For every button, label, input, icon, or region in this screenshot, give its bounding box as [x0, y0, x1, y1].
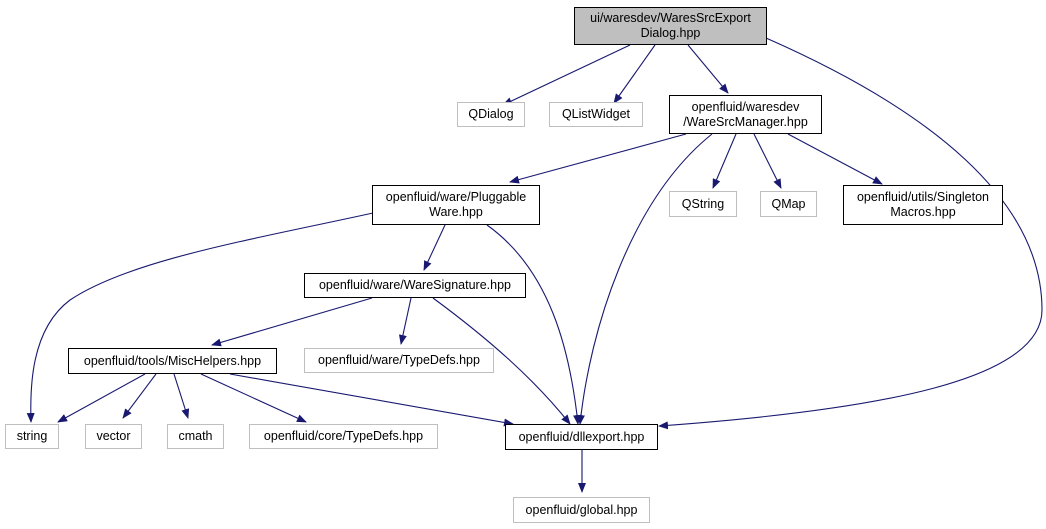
edge-pluggableware-to-waresignature: [423, 224, 446, 271]
node-waresrcmanager-hpp[interactable]: openfluid/waresdev /WareSrcManager.hpp: [669, 95, 822, 134]
edge-root-to-waresrcmanager: [687, 44, 729, 94]
edge-waresrcmanager-to-qstring: [712, 133, 737, 189]
node-label: openfluid/tools/MiscHelpers.hpp: [83, 353, 262, 368]
node-ware-typedefs-hpp[interactable]: openfluid/ware/TypeDefs.hpp: [304, 348, 494, 373]
edge-waresignature-to-misc-helpers: [211, 297, 373, 347]
node-label-line: /WareSrcManager.hpp: [683, 114, 808, 129]
node-label: string: [16, 429, 48, 443]
node-dllexport-hpp[interactable]: openfluid/dllexport.hpp: [505, 424, 658, 450]
node-label-line: openfluid/utils/Singleton: [856, 190, 990, 204]
edge-waresrcmanager-to-singletonmacros: [787, 133, 883, 185]
edge-waresrcmanager-to-qmap: [753, 133, 782, 189]
node-qstring[interactable]: QString: [669, 191, 737, 217]
edge-misc-helpers-to-cmath: [173, 373, 190, 419]
node-qmap[interactable]: QMap: [760, 191, 817, 217]
node-label-line: Ware.hpp: [429, 205, 483, 219]
edge-root-to-qlistwidget: [613, 44, 656, 104]
edge-waresignature-to-ware-typedefs: [399, 297, 412, 345]
node-label-line: openfluid/waresdev: [691, 99, 800, 114]
node-pluggableware-hpp[interactable]: openfluid/ware/Pluggable Ware.hpp: [372, 185, 540, 225]
node-label: openfluid/core/TypeDefs.hpp: [263, 429, 424, 443]
node-label: openfluid/dllexport.hpp: [518, 429, 645, 444]
node-vector[interactable]: vector: [85, 424, 142, 449]
node-label: openfluid/ware/TypeDefs.hpp: [318, 353, 480, 367]
node-label: vector: [96, 429, 131, 443]
node-label: QString: [681, 196, 725, 211]
edge-root-to-qdialog: [502, 44, 631, 106]
edge-waresignature-to-dllexport: [432, 297, 571, 425]
edge-misc-helpers-to-string: [57, 373, 146, 423]
node-qlistwidget[interactable]: QListWidget: [549, 102, 643, 127]
node-label-line: Dialog.hpp: [640, 26, 701, 40]
node-label: openfluid/global.hpp: [525, 502, 638, 517]
node-string[interactable]: string: [5, 424, 59, 449]
edge-waresrcmanager-to-dllexport: [576, 133, 713, 425]
edge-misc-helpers-to-dllexport: [229, 373, 514, 427]
edge-misc-helpers-to-core-typedefs: [200, 373, 307, 423]
node-cmath[interactable]: cmath: [167, 424, 224, 449]
node-label: QListWidget: [561, 107, 631, 121]
node-waresignature-hpp[interactable]: openfluid/ware/WareSignature.hpp: [304, 273, 526, 298]
node-label: cmath: [178, 429, 213, 443]
node-label: QDialog: [468, 107, 514, 121]
edge-root-to-dllexport: [658, 37, 1043, 430]
node-label-line: ui/waresdev/WaresSrcExport: [590, 11, 751, 25]
edge-waresrcmanager-to-pluggableware: [509, 133, 687, 184]
node-label: openfluid/ware/WareSignature.hpp: [318, 278, 512, 292]
node-label: QMap: [771, 196, 806, 211]
node-qdialog[interactable]: QDialog: [457, 102, 525, 127]
node-label-line: openfluid/ware/Pluggable: [385, 190, 527, 204]
node-singletonmacros-hpp[interactable]: openfluid/utils/Singleton Macros.hpp: [843, 185, 1003, 225]
node-label-line: Macros.hpp: [890, 205, 956, 219]
node-waressrcexportdialog-hpp[interactable]: ui/waresdev/WaresSrcExport Dialog.hpp: [574, 7, 767, 45]
edge-pluggableware-to-string: [26, 212, 374, 423]
edge-pluggableware-to-dllexport: [486, 224, 582, 425]
node-core-typedefs-hpp[interactable]: openfluid/core/TypeDefs.hpp: [249, 424, 438, 449]
edge-misc-helpers-to-vector: [122, 373, 157, 419]
node-global-hpp[interactable]: openfluid/global.hpp: [513, 497, 650, 523]
node-mischelpers-hpp[interactable]: openfluid/tools/MiscHelpers.hpp: [68, 348, 277, 374]
